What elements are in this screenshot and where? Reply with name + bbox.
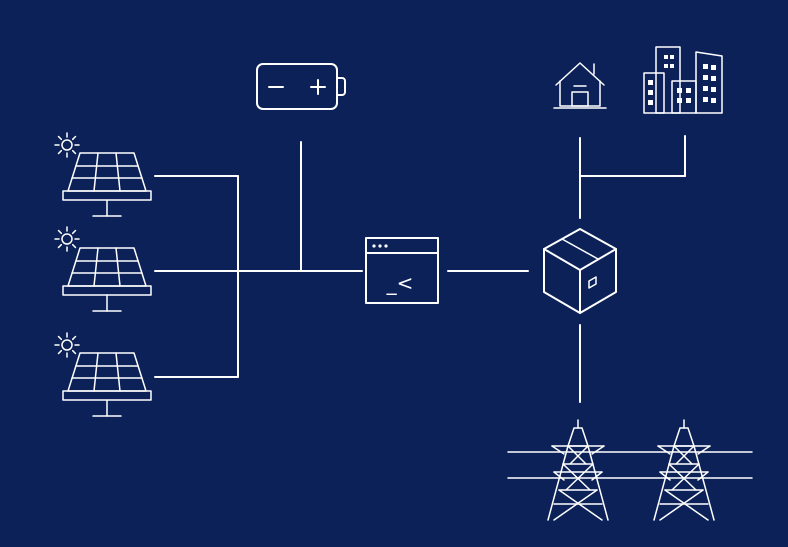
sun-icon xyxy=(54,226,80,252)
connection-lines xyxy=(154,135,686,403)
sun-icon xyxy=(54,132,80,158)
solar-array xyxy=(54,132,152,417)
pylon-2 xyxy=(653,419,715,521)
battery-icon xyxy=(256,63,346,110)
solar-unit-1 xyxy=(54,132,152,217)
terminal-window-icon: _< xyxy=(365,237,439,304)
terminal-prompt: _< xyxy=(386,271,414,295)
solar-panel-icon xyxy=(62,152,152,217)
solar-unit-2 xyxy=(54,226,152,312)
solar-panel-icon xyxy=(62,247,152,312)
solar-panel-icon xyxy=(62,352,152,417)
office-buildings-icon xyxy=(643,46,723,114)
box-icon xyxy=(543,228,617,314)
pylon-1 xyxy=(547,419,609,521)
solar-unit-3 xyxy=(54,332,152,417)
power-pylons-icon xyxy=(507,419,753,521)
sun-icon xyxy=(54,332,80,358)
house-icon xyxy=(553,62,607,109)
